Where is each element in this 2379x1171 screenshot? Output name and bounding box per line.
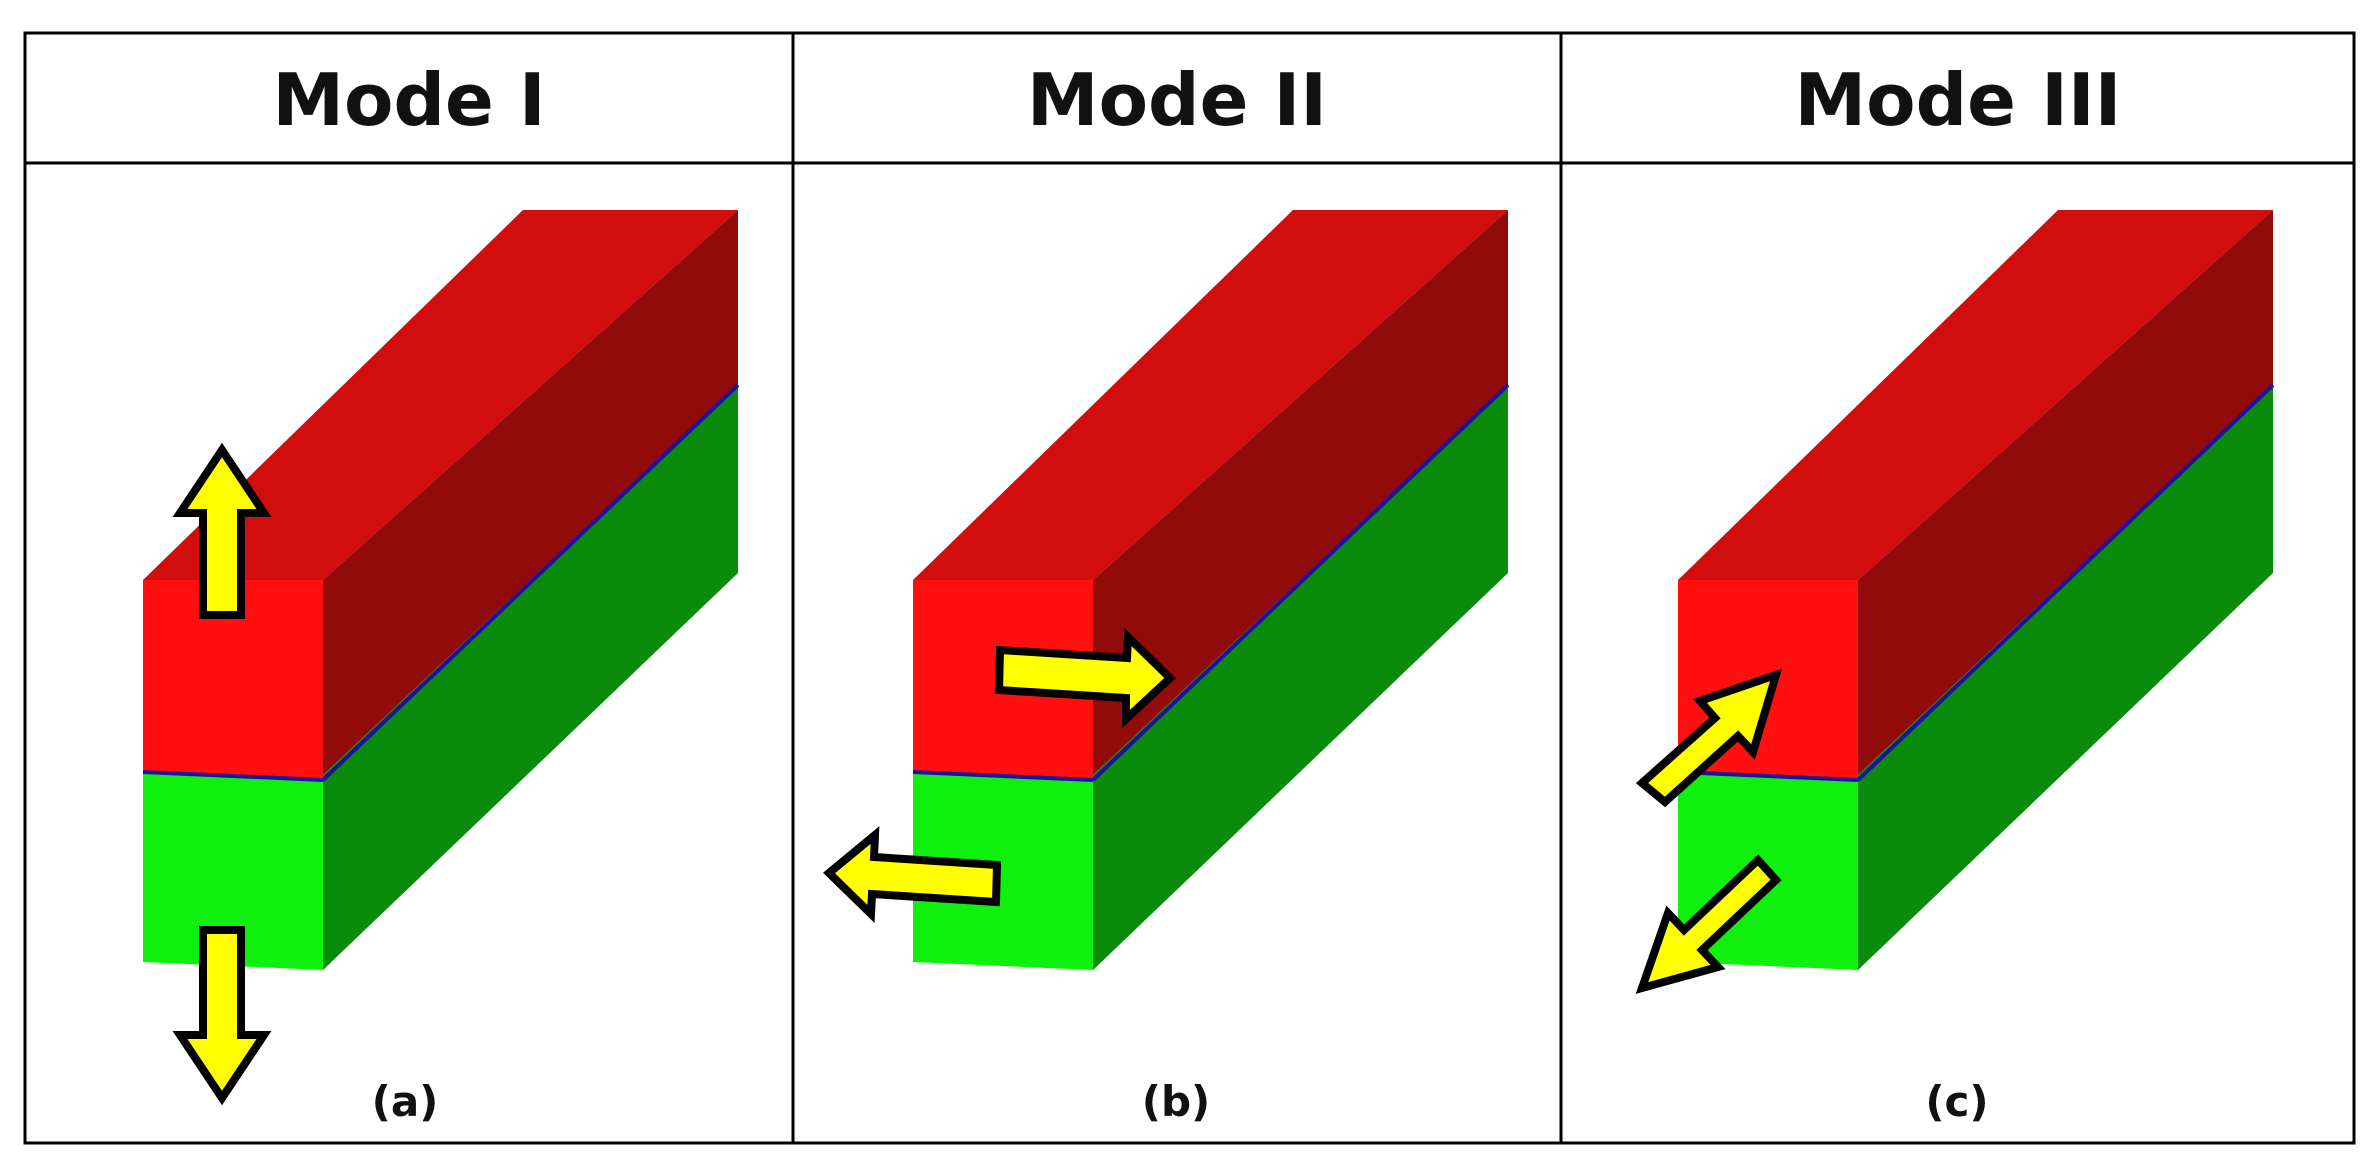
crack-line	[1856, 383, 2275, 782]
panel-label-c: (c)	[1925, 1077, 1988, 1126]
crack-line	[142, 770, 324, 782]
lower-side-face	[323, 385, 738, 970]
upper-side-face	[1093, 210, 1508, 775]
table-frame	[23, 31, 2356, 1145]
arrow-down-left-icon	[1635, 854, 1782, 994]
crack-line	[1677, 770, 1859, 782]
arrow-up-right-icon	[1635, 668, 1783, 808]
upper-top-face	[1678, 210, 2273, 580]
crack-line	[1091, 383, 1510, 782]
upper-top-face	[913, 210, 1508, 580]
lower-side-face	[1858, 385, 2273, 970]
panel-title-mode-2: Mode II	[1027, 58, 1327, 142]
lower-front-face	[143, 772, 323, 970]
panel-label-b: (b)	[1142, 1077, 1210, 1126]
lower-side-face	[1093, 385, 1508, 970]
block-mode-1	[142, 210, 740, 970]
arrow-up-icon	[172, 442, 272, 619]
upper-side-face	[1858, 210, 2273, 775]
lower-front-face	[913, 772, 1093, 970]
upper-top-face	[143, 210, 738, 580]
arrow-right-icon	[994, 627, 1176, 729]
panel-title-mode-3: Mode III	[1795, 58, 2122, 142]
crack-line	[912, 770, 1094, 782]
arrow-down-icon	[172, 926, 272, 1106]
upper-side-face	[323, 210, 738, 775]
outer-border	[23, 31, 2356, 1145]
block-mode-3	[1677, 210, 2275, 970]
block-mode-2	[912, 210, 1510, 970]
upper-front-face	[143, 580, 323, 780]
panel-title-mode-1: Mode I	[272, 58, 545, 142]
arrow-left-icon	[823, 826, 1002, 924]
panel-label-a: (a)	[372, 1077, 439, 1126]
crack-line	[321, 383, 740, 782]
